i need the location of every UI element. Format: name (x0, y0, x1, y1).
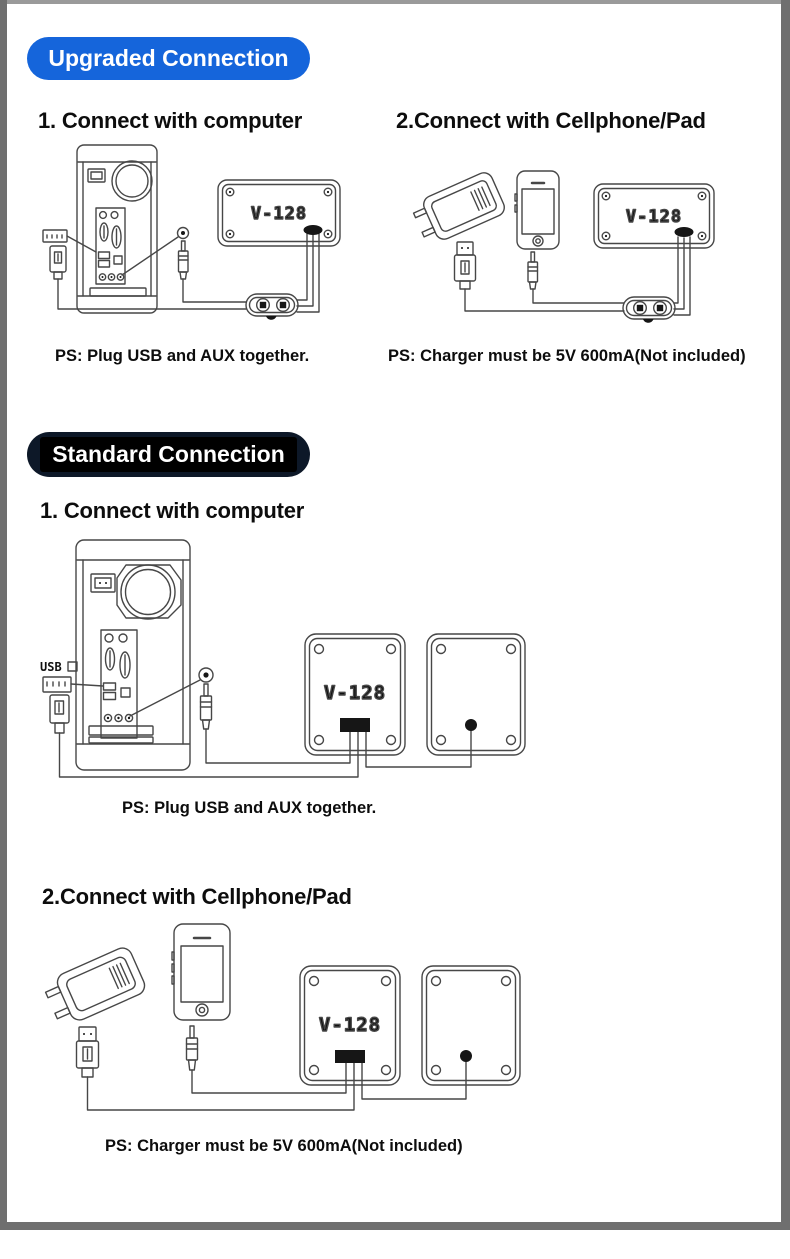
io-panel (95, 207, 126, 285)
screw-icon (601, 231, 611, 241)
aux-jack-icon (129, 667, 214, 730)
screw-icon (500, 975, 512, 987)
speaker-v128: V-128 (217, 179, 341, 247)
screw-icon (430, 975, 442, 987)
phone-icon (171, 923, 231, 1021)
screw-icon (697, 191, 707, 201)
aux-jack-icon (185, 1025, 199, 1071)
standard-cellphone-diagram: V-128 (44, 923, 521, 1111)
usb-port-square-icon (67, 661, 78, 672)
upgraded-cellphone-diagram: V-128 (412, 170, 715, 323)
upgraded-computer-caption: PS: Plug USB and AUX together. (55, 347, 310, 365)
speaker-connector (340, 718, 370, 732)
fan-icon (120, 564, 176, 620)
screw-icon (323, 187, 333, 197)
speaker-v128: V-128 (304, 633, 406, 756)
speaker-model-label: V-128 (319, 1014, 381, 1036)
control-pod (622, 296, 676, 323)
upgraded-computer-diagram: V-128 (42, 144, 341, 320)
plug-prong (44, 985, 62, 999)
standard-connection-badge: Standard Connection (27, 432, 310, 477)
plug-prong (54, 1006, 71, 1020)
speaker-v128: V-128 (299, 965, 401, 1086)
screw-icon (308, 1064, 320, 1076)
usb-plug-icon (75, 1026, 100, 1078)
frame-left-border (0, 0, 7, 1230)
computer-tower (76, 144, 158, 314)
standard-computer-caption: PS: Plug USB and AUX together. (122, 799, 377, 817)
control-pod (245, 293, 299, 320)
screw-icon (380, 1064, 392, 1076)
screw-icon (430, 1064, 442, 1076)
charger-icon (412, 172, 505, 240)
upgraded-computer-heading: 1. Connect with computer (38, 108, 303, 133)
speaker-passive (426, 633, 526, 756)
screw-icon (380, 975, 392, 987)
aux-jack-icon (121, 226, 190, 280)
screw-icon (385, 643, 397, 655)
speaker-connector (335, 1050, 365, 1063)
screw-icon (385, 734, 397, 746)
cables (57, 233, 320, 313)
plug-prong (412, 207, 428, 219)
usb-label-text: USB (40, 660, 62, 674)
speaker-wire-terminal (460, 1050, 472, 1062)
standard-badge-label: Standard Connection (52, 441, 285, 467)
screw-icon (225, 187, 235, 197)
speaker-wire-terminal (465, 719, 477, 731)
screw-icon (505, 734, 517, 746)
standard-computer-heading: 1. Connect with computer (40, 498, 305, 523)
cables (464, 236, 691, 316)
speaker-v128: V-128 (593, 183, 715, 249)
speaker-passive (421, 965, 521, 1086)
computer-tower (75, 539, 191, 771)
standard-cellphone-heading: 2.Connect with Cellphone/Pad (42, 884, 352, 909)
phone-icon (514, 170, 560, 250)
power-socket-icon (90, 573, 116, 593)
frame-bottom-border (0, 1222, 790, 1230)
usb-plug-icon (42, 229, 97, 280)
screw-icon (500, 1064, 512, 1076)
standard-computer-diagram: USB (40, 539, 526, 778)
power-socket-icon (87, 168, 106, 183)
screw-icon (225, 229, 235, 239)
fan-icon (111, 160, 153, 202)
plug-prong (421, 226, 436, 238)
usb-plug-icon (453, 241, 477, 290)
screw-icon (435, 734, 447, 746)
screw-icon (505, 643, 517, 655)
standard-badge-inner: Standard Connection (40, 437, 297, 472)
screw-icon (601, 191, 611, 201)
speaker-connector (303, 225, 323, 235)
speaker-model-label: V-128 (324, 682, 386, 704)
screw-icon (323, 229, 333, 239)
speaker-model-label: V-128 (251, 204, 307, 224)
frame-right-border (781, 0, 790, 1230)
charger-icon (44, 947, 146, 1021)
standard-cellphone-caption: PS: Charger must be 5V 600mA(Not include… (105, 1137, 463, 1155)
speaker-model-label: V-128 (626, 207, 682, 227)
screw-icon (313, 734, 325, 746)
upgraded-connection-badge: Upgraded Connection (27, 37, 310, 80)
screw-icon (313, 643, 325, 655)
usb-plug-icon (42, 676, 104, 734)
upgraded-cellphone-caption: PS: Charger must be 5V 600mA(Not include… (388, 347, 746, 365)
screw-icon (308, 975, 320, 987)
upgraded-badge-label: Upgraded Connection (48, 45, 289, 71)
speaker-connector (674, 227, 694, 237)
upgraded-cellphone-heading: 2.Connect with Cellphone/Pad (396, 108, 706, 133)
io-panel (100, 629, 138, 739)
usb-port-label: USB (40, 660, 78, 674)
frame-top-border (0, 0, 790, 4)
screw-icon (697, 231, 707, 241)
aux-jack-icon (527, 251, 539, 290)
screw-icon (435, 643, 447, 655)
cables (86, 1061, 467, 1111)
